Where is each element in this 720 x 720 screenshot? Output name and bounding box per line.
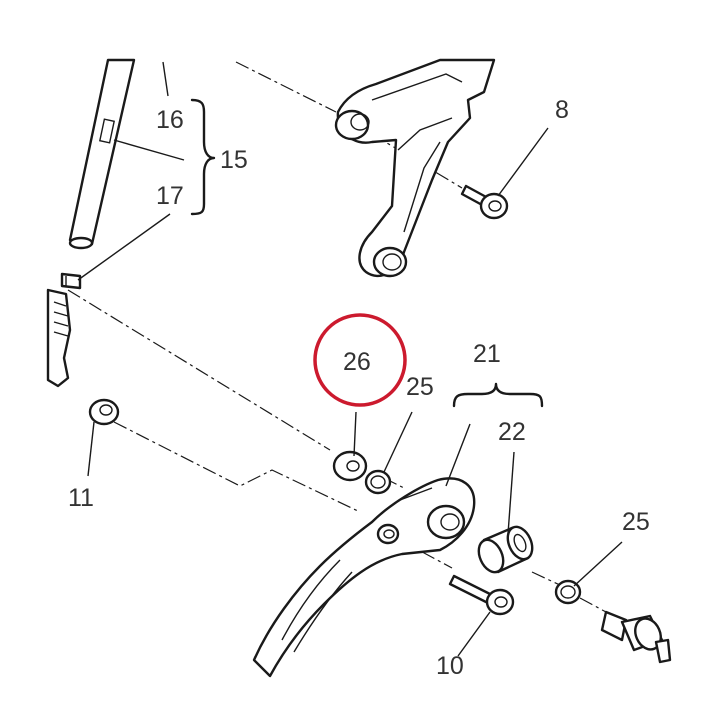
rod-end-left [46,288,72,388]
callout-25-second: 25 [622,508,650,536]
oring-part-25b [554,579,582,605]
rod-part-16 [68,58,136,250]
bolt-part-10 [448,574,515,616]
callout-15: 15 [220,146,248,174]
upper-bracket-arm [334,58,496,278]
callout-10: 10 [436,652,464,680]
lever-arm-part-21 [252,477,476,678]
callout-11: 11 [68,484,94,512]
clip-part-17 [60,272,82,290]
highlight-circle-26 [313,313,407,407]
bushing-part-22 [477,525,534,574]
washer-part-11 [88,398,120,426]
shoulder-bolt-right [600,610,672,664]
callout-labels: 8 16 15 17 26 21 25 22 11 25 10 [68,96,650,680]
callout-16: 16 [156,106,184,134]
callout-22: 22 [498,418,526,446]
oring-part-25a [364,469,392,495]
assembly-axis-lines [67,61,607,613]
washer-part-26 [332,450,368,482]
callout-21: 21 [473,340,501,368]
leader-lines [77,61,623,657]
callout-25-first: 25 [406,373,434,401]
callout-17: 17 [156,182,184,210]
callout-8: 8 [555,96,569,124]
bolt-part-8 [460,184,509,220]
brace-15 [190,98,216,216]
callout-26: 26 [343,348,371,376]
brace-21 [452,382,544,408]
